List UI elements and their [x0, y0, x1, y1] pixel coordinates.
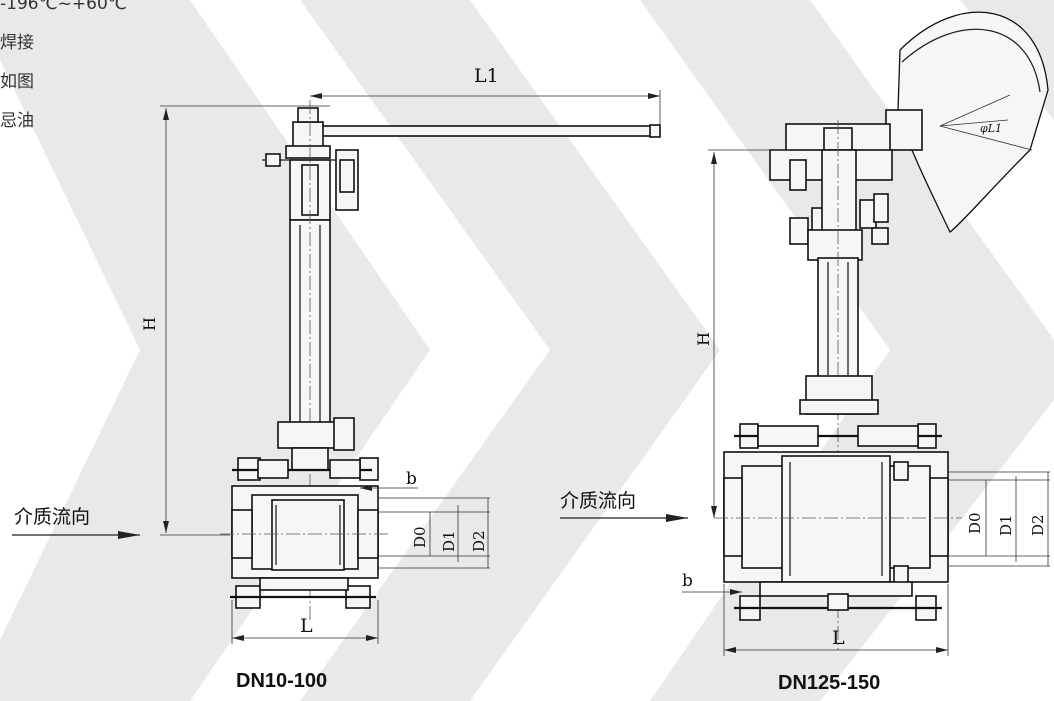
right-dim-D0: D0 [966, 512, 984, 534]
right-dim-b: b [682, 571, 693, 591]
spec-connection: 焊接 [0, 33, 34, 53]
right-dim-H: H [694, 332, 713, 346]
left-dim-D1: D1 [440, 530, 458, 552]
left-dim-D2: D2 [470, 530, 488, 552]
right-drawing-caption: DN125-150 [778, 672, 881, 694]
left-dim-b: b [406, 469, 417, 489]
left-dim-L: L [300, 615, 313, 637]
right-dim-L: L [832, 627, 845, 649]
right-dim-phiL1: φL1 [980, 122, 1002, 135]
left-flow-direction-label: 介质流向 [14, 506, 91, 528]
left-drawing-caption: DN10-100 [236, 670, 328, 692]
spec-figure: 如图 [0, 72, 34, 92]
spec-oil-free: 忌油 [0, 111, 34, 131]
left-dim-D0: D0 [411, 526, 429, 548]
right-flow-direction-label: 介质流向 [560, 490, 637, 512]
spec-temperature: -196℃~+60℃ [0, 0, 127, 14]
right-dim-D1: D1 [997, 514, 1015, 536]
left-dim-L1: L1 [474, 65, 499, 87]
left-dim-H: H [140, 317, 159, 331]
right-dim-D2: D2 [1029, 514, 1047, 536]
